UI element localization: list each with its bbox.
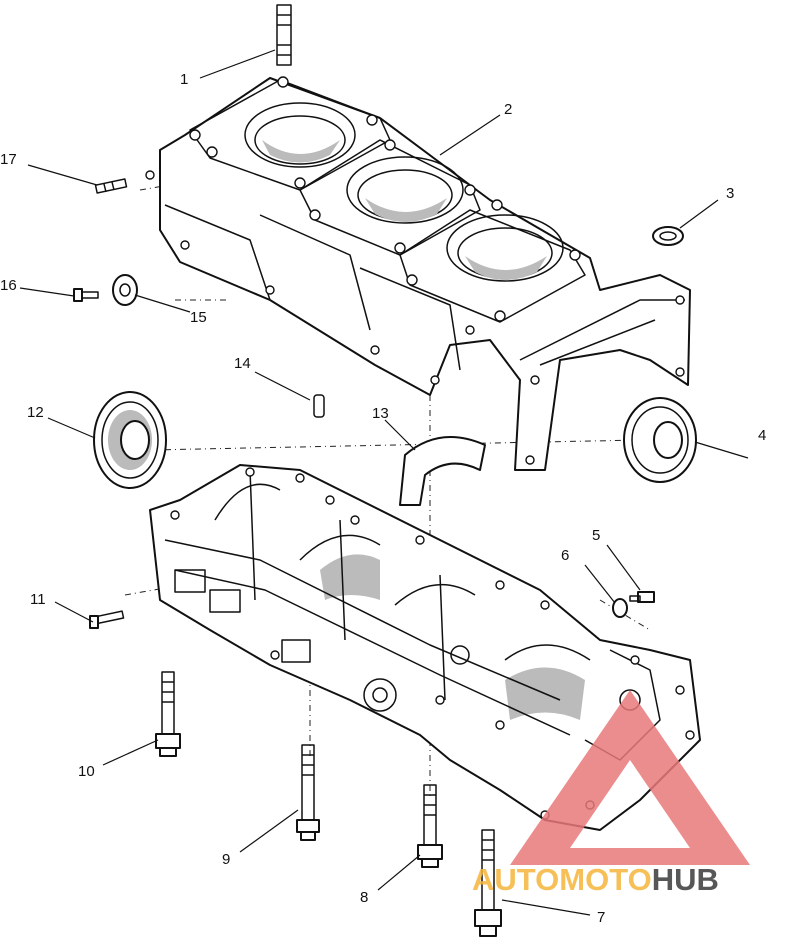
callout-1: 1	[180, 71, 188, 88]
callout-4: 4	[758, 427, 766, 444]
plug-3	[652, 226, 684, 246]
bolt-7	[474, 829, 502, 937]
watermark-text: AUTOMOTOHUB	[472, 862, 719, 897]
bolt-8	[417, 784, 443, 868]
oil-seal-4	[623, 397, 697, 483]
callout-9: 9	[222, 851, 230, 868]
callout-17: 17	[0, 151, 17, 168]
washer-6	[612, 598, 628, 618]
screw-16	[73, 288, 99, 302]
callout-6: 6	[561, 547, 569, 564]
bolt-17	[94, 178, 128, 194]
callout-numbers: 1 2 3 4 5 6 7 8 9 10 11 12 13 14 15 16 1…	[0, 71, 766, 926]
callout-8: 8	[360, 889, 368, 906]
callout-16: 16	[0, 277, 17, 294]
stud-9	[296, 744, 320, 841]
upper-crankcase	[145, 76, 691, 471]
watermark: AUTOMOTOHUB	[472, 690, 750, 897]
callout-5: 5	[592, 527, 600, 544]
bolt-10	[155, 671, 181, 757]
leader-lines	[19, 49, 749, 916]
screw-5	[629, 591, 655, 603]
half-bearing-13	[399, 436, 486, 506]
callout-10: 10	[78, 763, 95, 780]
callout-11: 11	[30, 591, 46, 608]
callout-7: 7	[597, 909, 605, 926]
lower-crankcase	[149, 464, 701, 831]
callout-2: 2	[504, 101, 512, 118]
watermark-text-automoto: AUTOMOTO	[472, 862, 652, 897]
washer-15	[112, 274, 138, 306]
callout-3: 3	[726, 185, 734, 202]
stud-1	[276, 4, 292, 66]
callout-15: 15	[190, 309, 207, 326]
oil-seal-12	[93, 391, 167, 489]
watermark-text-hub: HUB	[652, 862, 719, 897]
callout-12: 12	[27, 404, 44, 421]
watermark-triangle-logo	[510, 690, 750, 865]
screw-11	[89, 610, 125, 629]
callout-14: 14	[234, 355, 251, 372]
dowel-14	[313, 394, 325, 418]
callout-13: 13	[372, 405, 389, 422]
